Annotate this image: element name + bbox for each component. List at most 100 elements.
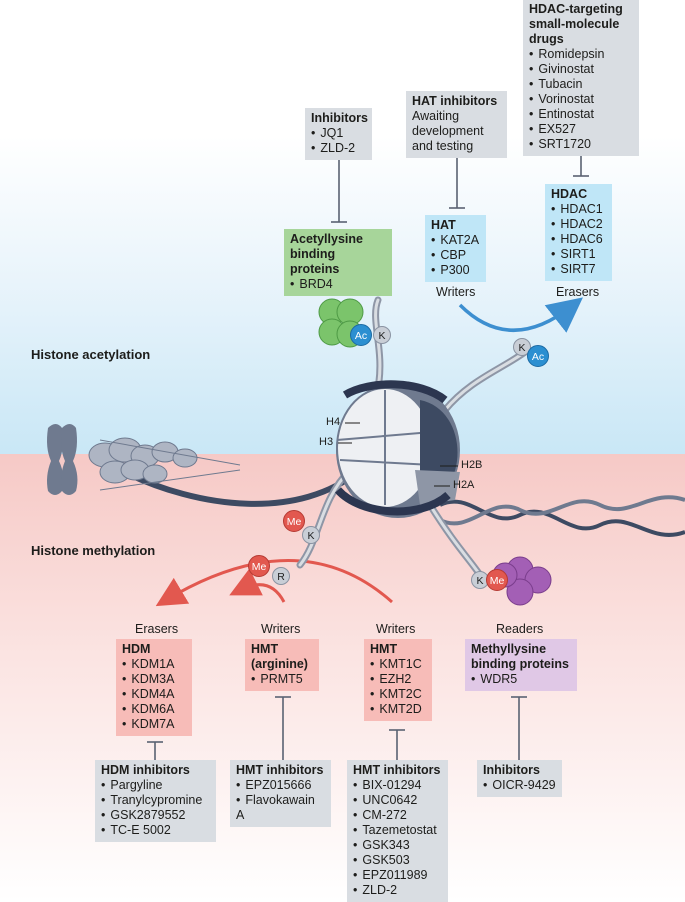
acetyllysine-binding-title: Acetyllysine binding proteins bbox=[290, 232, 363, 276]
hmt-arginine-inhibitors-list: EPZ015666 Flavokawain A bbox=[236, 778, 325, 823]
list-item: EZH2 bbox=[370, 672, 426, 687]
hdac-box: HDAC HDAC1 HDAC2 HDAC6 SIRT1 SIRT7 bbox=[545, 184, 612, 281]
hmt-arginine-inhibitors-box: HMT inhibitors EPZ015666 Flavokawain A bbox=[230, 760, 331, 827]
list-item: ZLD-2 bbox=[353, 883, 442, 898]
list-item: GSK2879552 bbox=[101, 808, 210, 823]
hmt-title: HMT bbox=[370, 642, 398, 656]
methyllysine-binding-box: Methyllysine binding proteins WDR5 bbox=[465, 639, 577, 691]
methyl-inhibitors-title: Inhibitors bbox=[483, 763, 540, 777]
hdm-inhibitors-list: Pargyline Tranylcypromine GSK2879552 TC-… bbox=[101, 778, 210, 838]
list-item: EPZ015666 bbox=[236, 778, 325, 793]
list-item: HDAC6 bbox=[551, 232, 606, 247]
hdm-inhibitors-title: HDM inhibitors bbox=[101, 763, 190, 777]
role-label-writers-lysine: Writers bbox=[376, 622, 416, 636]
inhibition-lines bbox=[147, 156, 589, 760]
list-item: SIRT1 bbox=[551, 247, 606, 262]
list-item: Tranylcypromine bbox=[101, 793, 210, 808]
list-item: EPZ011989 bbox=[353, 868, 442, 883]
hmt-arginine-list: PRMT5 bbox=[251, 672, 313, 687]
acetyl-inhibitors-title: Inhibitors bbox=[311, 111, 368, 125]
methyllysine-binding-title: Methyllysine binding proteins bbox=[471, 642, 569, 671]
list-item: HDAC2 bbox=[551, 217, 606, 232]
dna-right bbox=[439, 495, 685, 537]
acetyl-badge-writer: Ac bbox=[527, 345, 549, 367]
hdac-list: HDAC1 HDAC2 HDAC6 SIRT1 SIRT7 bbox=[551, 202, 606, 277]
list-item: GSK343 bbox=[353, 838, 442, 853]
lysine-badge-reader-methyl: K bbox=[471, 571, 489, 589]
hmt-arginine-box: HMT (arginine) PRMT5 bbox=[245, 639, 319, 691]
hdac-title: HDAC bbox=[551, 187, 588, 201]
role-label-writers-acetyl: Writers bbox=[436, 285, 476, 299]
acetyl-badge-reader: Ac bbox=[350, 324, 372, 346]
list-item: WDR5 bbox=[471, 672, 571, 687]
hmt-arginine-title: HMT (arginine) bbox=[251, 642, 308, 671]
histone-label-h3: H3 bbox=[319, 436, 334, 448]
hat-list: KAT2A CBP P300 bbox=[431, 233, 480, 278]
role-label-writers-arginine: Writers bbox=[261, 622, 301, 636]
hat-box: HAT KAT2A CBP P300 bbox=[425, 215, 486, 282]
acetyllysine-binding-box: Acetyllysine binding proteins BRD4 bbox=[284, 229, 392, 296]
list-item: Vorinostat bbox=[529, 92, 633, 107]
list-item: GSK503 bbox=[353, 853, 442, 868]
section-title-methylation: Histone methylation bbox=[31, 543, 156, 558]
list-item: KDM4A bbox=[122, 687, 186, 702]
list-item: Tazemetostat bbox=[353, 823, 442, 838]
hat-inhibitors-note: Awaiting development and testing bbox=[412, 109, 484, 153]
list-item: Romidepsin bbox=[529, 47, 633, 62]
list-item: TC-E 5002 bbox=[101, 823, 210, 838]
list-item: KDM1A bbox=[122, 657, 186, 672]
list-item: KAT2A bbox=[431, 233, 480, 248]
hat-inhibitors-box: HAT inhibitors Awaiting development and … bbox=[406, 91, 507, 158]
acetyl-removal-arrow bbox=[458, 297, 583, 333]
list-item: Tubacin bbox=[529, 77, 633, 92]
hdm-box: HDM KDM1A KDM3A KDM4A KDM6A KDM7A bbox=[116, 639, 192, 736]
hdm-title: HDM bbox=[122, 642, 151, 656]
list-item: PRMT5 bbox=[251, 672, 313, 687]
histone-label-h2b: H2B bbox=[461, 459, 483, 471]
chromosome bbox=[47, 424, 78, 495]
role-label-readers-methyl: Readers bbox=[496, 622, 544, 636]
list-item: UNC0642 bbox=[353, 793, 442, 808]
lysine-badge-reader: K bbox=[373, 326, 391, 344]
list-item: KMT2D bbox=[370, 702, 426, 717]
acetyllysine-binding-list: BRD4 bbox=[290, 277, 386, 292]
methyl-badge-arginine: Me bbox=[248, 555, 270, 577]
role-label-erasers-acetyl: Erasers bbox=[556, 285, 600, 299]
list-item: CBP bbox=[431, 248, 480, 263]
list-item: SIRT7 bbox=[551, 262, 606, 277]
list-item: HDAC1 bbox=[551, 202, 606, 217]
list-item: Flavokawain A bbox=[236, 793, 325, 823]
chromatin-fiber bbox=[88, 437, 241, 491]
list-item: BRD4 bbox=[290, 277, 386, 292]
methyl-removal-arrow bbox=[155, 559, 393, 607]
nucleosome-core bbox=[335, 380, 460, 518]
list-item: Entinostat bbox=[529, 107, 633, 122]
list-item: KDM3A bbox=[122, 672, 186, 687]
list-item: BIX-01294 bbox=[353, 778, 442, 793]
hmt-box: HMT KMT1C EZH2 KMT2C KMT2D bbox=[364, 639, 432, 721]
hdac-drugs-box: HDAC-targeting small-molecule drugs Romi… bbox=[523, 0, 639, 156]
hmt-inhibitors-box: HMT inhibitors BIX-01294 UNC0642 CM-272 … bbox=[347, 760, 448, 902]
hat-title: HAT bbox=[431, 218, 456, 232]
list-item: KDM6A bbox=[122, 702, 186, 717]
list-item: KMT2C bbox=[370, 687, 426, 702]
methyl-inhibitors-list: OICR-9429 bbox=[483, 778, 556, 793]
hmt-arginine-inhibitors-title: HMT inhibitors bbox=[236, 763, 324, 777]
methyl-inhibitors-box: Inhibitors OICR-9429 bbox=[477, 760, 562, 797]
list-item: CM-272 bbox=[353, 808, 442, 823]
list-item: P300 bbox=[431, 263, 480, 278]
list-item: KDM7A bbox=[122, 717, 186, 732]
histone-label-h2a: H2A bbox=[453, 479, 475, 491]
hmt-inhibitors-title: HMT inhibitors bbox=[353, 763, 441, 777]
arginine-methyl-arrow bbox=[229, 568, 286, 603]
hmt-list: KMT1C EZH2 KMT2C KMT2D bbox=[370, 657, 426, 717]
hmt-inhibitors-list: BIX-01294 UNC0642 CM-272 Tazemetostat GS… bbox=[353, 778, 442, 898]
lysine-badge-eraser: K bbox=[302, 526, 320, 544]
list-item: Givinostat bbox=[529, 62, 633, 77]
hdac-drugs-list: Romidepsin Givinostat Tubacin Vorinostat… bbox=[529, 47, 633, 152]
hdm-list: KDM1A KDM3A KDM4A KDM6A KDM7A bbox=[122, 657, 186, 732]
arginine-badge: R bbox=[272, 567, 290, 585]
list-item: ZLD-2 bbox=[311, 141, 366, 156]
list-item: SRT1720 bbox=[529, 137, 633, 152]
list-item: KMT1C bbox=[370, 657, 426, 672]
